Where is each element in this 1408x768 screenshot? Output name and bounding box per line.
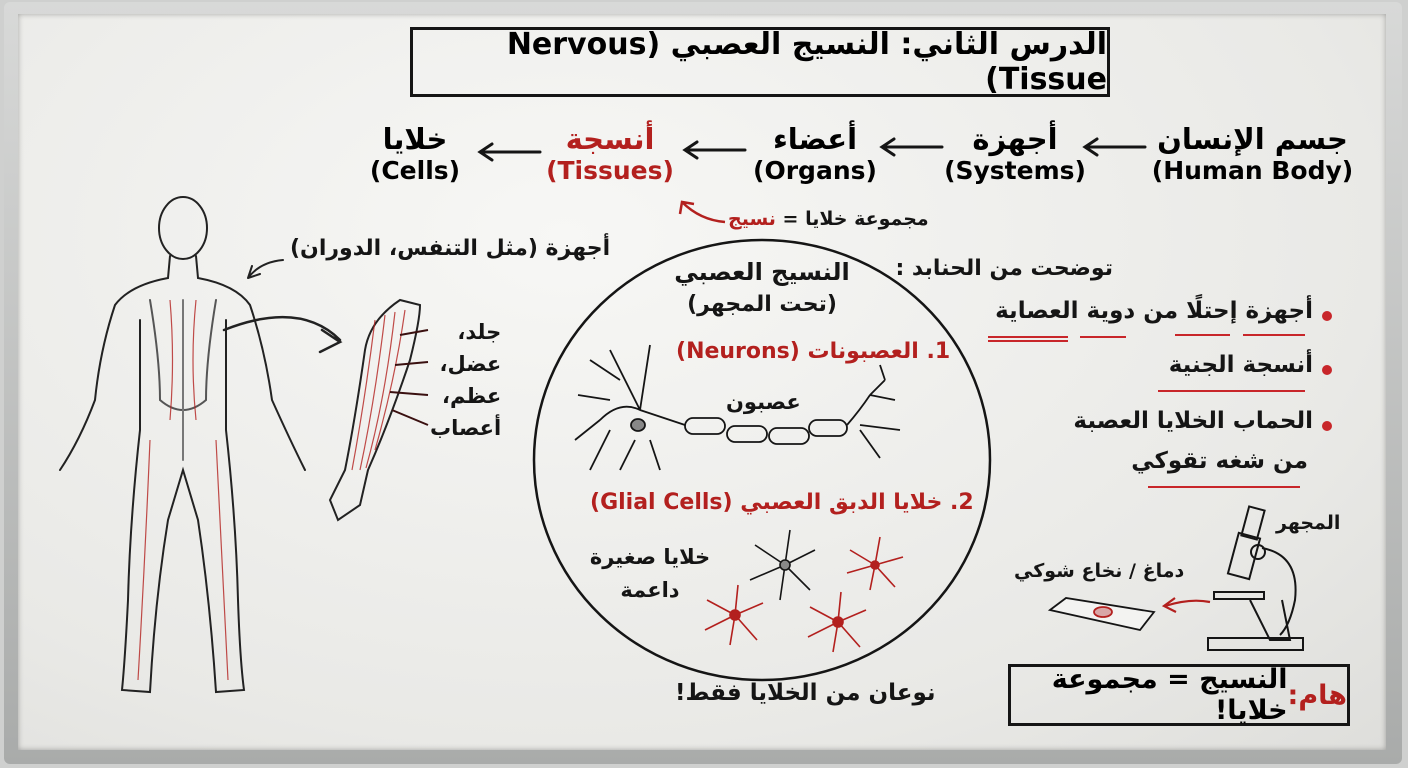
tissue-note-text: مجموعة خلايا = <box>775 208 929 230</box>
hierarchy-tissues: أنسجة (Tissues) <box>545 122 675 185</box>
underline <box>1158 390 1305 392</box>
circle-title: النسيج العصبي <box>674 258 850 286</box>
note-item-1: أجهزة إحتلًا من دوية العصاية <box>995 298 1313 324</box>
arrow-left-icon <box>682 140 747 160</box>
arrow-icon <box>247 259 284 279</box>
underline <box>1243 334 1305 336</box>
hierarchy-systems: أجهزة (Systems) <box>940 122 1090 185</box>
arm-label-muscle: عضل، <box>439 352 502 376</box>
glial-heading: 2. خلايا الدبق العصبي (Glial Cells) <box>590 490 974 515</box>
bullet-icon <box>1322 311 1332 321</box>
microscope-icon <box>1207 505 1304 651</box>
hierarchy-en: (Cells) <box>369 156 461 185</box>
body-label: أجهزة (مثل التنفس، الدوران) <box>290 236 611 261</box>
hierarchy-ar: أعضاء <box>772 122 858 156</box>
bullet-icon <box>1322 421 1332 431</box>
slide-icon <box>1047 597 1156 632</box>
tissue-definition: مجموعة خلايا = نسيج <box>728 208 929 230</box>
hierarchy-en: (Organs) <box>753 156 877 185</box>
slide-label: دماغ / نخاع شوكي <box>1014 560 1185 582</box>
hierarchy-ar: جسم الإنسان <box>1157 122 1348 156</box>
arm-label-nerves: أعصاب <box>430 416 502 440</box>
microscope-label: المجهر <box>1276 512 1341 534</box>
hierarchy-en: (Human Body) <box>1151 156 1354 185</box>
arrow-left-icon <box>1082 137 1147 157</box>
hierarchy-en: (Tissues) <box>546 156 674 185</box>
note-item-2: أنسجة الجنية <box>1168 352 1313 378</box>
glial-cells-drawing <box>704 529 904 653</box>
important-text: النسيج = مجموعة خلايا! <box>1051 664 1288 726</box>
tissue-arrow-icon <box>678 200 726 224</box>
arm-label-skin: جلد، <box>457 320 502 344</box>
hierarchy-organs: أعضاء (Organs) <box>750 122 880 185</box>
arm-label-bone: عظم، <box>441 384 502 408</box>
arrow-left-icon <box>879 137 944 157</box>
microscope-view-circle <box>532 238 992 682</box>
glial-label-2: داعمة <box>620 578 680 602</box>
glial-label-1: خلايا صغيرة <box>589 545 711 569</box>
lesson-title: الدرس الثاني: النسيج العصبي (Nervous Tis… <box>410 27 1110 97</box>
hierarchy-ar: أنسجة <box>565 122 655 156</box>
hierarchy-cells: خلايا (Cells) <box>365 122 465 185</box>
underline <box>1175 334 1230 336</box>
hierarchy-ar: أجهزة <box>972 122 1058 156</box>
hierarchy-en: (Systems) <box>944 156 1086 185</box>
circle-subtitle: (تحت المجهر) <box>687 292 837 317</box>
notes-heading: توضحت من الحنابد : <box>895 256 1113 281</box>
circle-footer: نوعان من الخلايا فقط! <box>675 680 936 706</box>
important-prefix: هام: <box>1287 679 1347 711</box>
underline <box>1148 486 1300 488</box>
underline <box>988 336 1068 338</box>
note-item-3: الحماب الخلايا العصبة <box>1073 408 1313 434</box>
hierarchy-ar: خلايا <box>382 122 448 156</box>
underline <box>1080 336 1126 338</box>
hierarchy-human-body: جسم الإنسان (Human Body) <box>1150 122 1355 185</box>
arrow-left-icon <box>477 142 542 162</box>
underline <box>988 340 1068 342</box>
neuron-label: عصبون <box>726 390 801 414</box>
neuron-drawing <box>574 344 901 471</box>
whiteboard <box>18 14 1386 750</box>
bullet-icon <box>1322 365 1332 375</box>
neurons-heading: 1. العصبونات (Neurons) <box>676 339 951 364</box>
important-box: هام: النسيج = مجموعة خلايا! <box>1008 664 1350 726</box>
tissue-note-highlight: نسيج <box>728 208 776 230</box>
arrow-left-icon <box>1161 597 1211 613</box>
arm-labels: جلد، عضل، عظم، أعصاب <box>430 316 501 444</box>
note-item-3-cont: من شغه تقوكي <box>1131 448 1308 474</box>
